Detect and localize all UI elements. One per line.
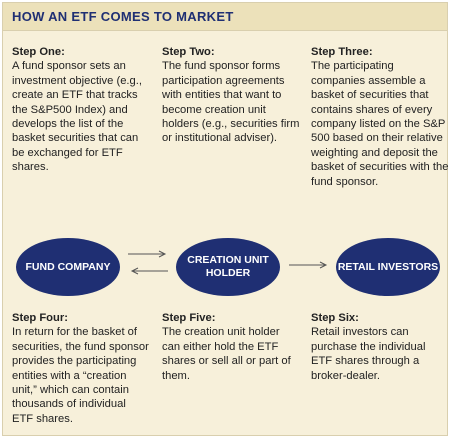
step-five-title: Step Five: bbox=[162, 312, 216, 324]
arrow-right-icon bbox=[128, 250, 167, 258]
arrow-left-icon bbox=[130, 267, 168, 275]
step-six-title: Step Six: bbox=[311, 312, 359, 324]
retail-investors-node: RETAIL INVESTORS bbox=[336, 238, 440, 296]
header-bar: HOW AN ETF COMES TO MARKET bbox=[3, 3, 447, 31]
step-four-title: Step Four: bbox=[12, 312, 68, 324]
step-one-text: A fund sponsor sets an investment object… bbox=[12, 60, 142, 174]
step-three-title: Step Three: bbox=[311, 46, 373, 58]
step-two-title: Step Two: bbox=[162, 46, 215, 58]
arrow-right-icon bbox=[289, 261, 328, 269]
step-six-text: Retail investors can purchase the indivi… bbox=[311, 326, 426, 382]
step-two-text: The fund sponsor forms participation agr… bbox=[162, 60, 300, 145]
step-five-text: The creation unit holder can either hold… bbox=[162, 326, 291, 382]
step-three: Step Three: The participating companies … bbox=[311, 45, 449, 189]
step-four: Step Four: In return for the basket of s… bbox=[12, 311, 150, 426]
step-three-text: The participating companies assemble a b… bbox=[311, 60, 449, 188]
diagram-title: HOW AN ETF COMES TO MARKET bbox=[12, 9, 234, 24]
step-one-title: Step One: bbox=[12, 46, 65, 58]
step-four-text: In return for the basket of securities, … bbox=[12, 326, 149, 425]
step-six: Step Six: Retail investors can purchase … bbox=[311, 311, 449, 383]
creation-unit-holder-node: CREATION UNIT HOLDER bbox=[176, 238, 280, 296]
fund-company-node: FUND COMPANY bbox=[16, 238, 120, 296]
step-five: Step Five: The creation unit holder can … bbox=[162, 311, 300, 383]
step-two: Step Two: The fund sponsor forms partici… bbox=[162, 45, 300, 146]
step-one: Step One: A fund sponsor sets an investm… bbox=[12, 45, 150, 175]
